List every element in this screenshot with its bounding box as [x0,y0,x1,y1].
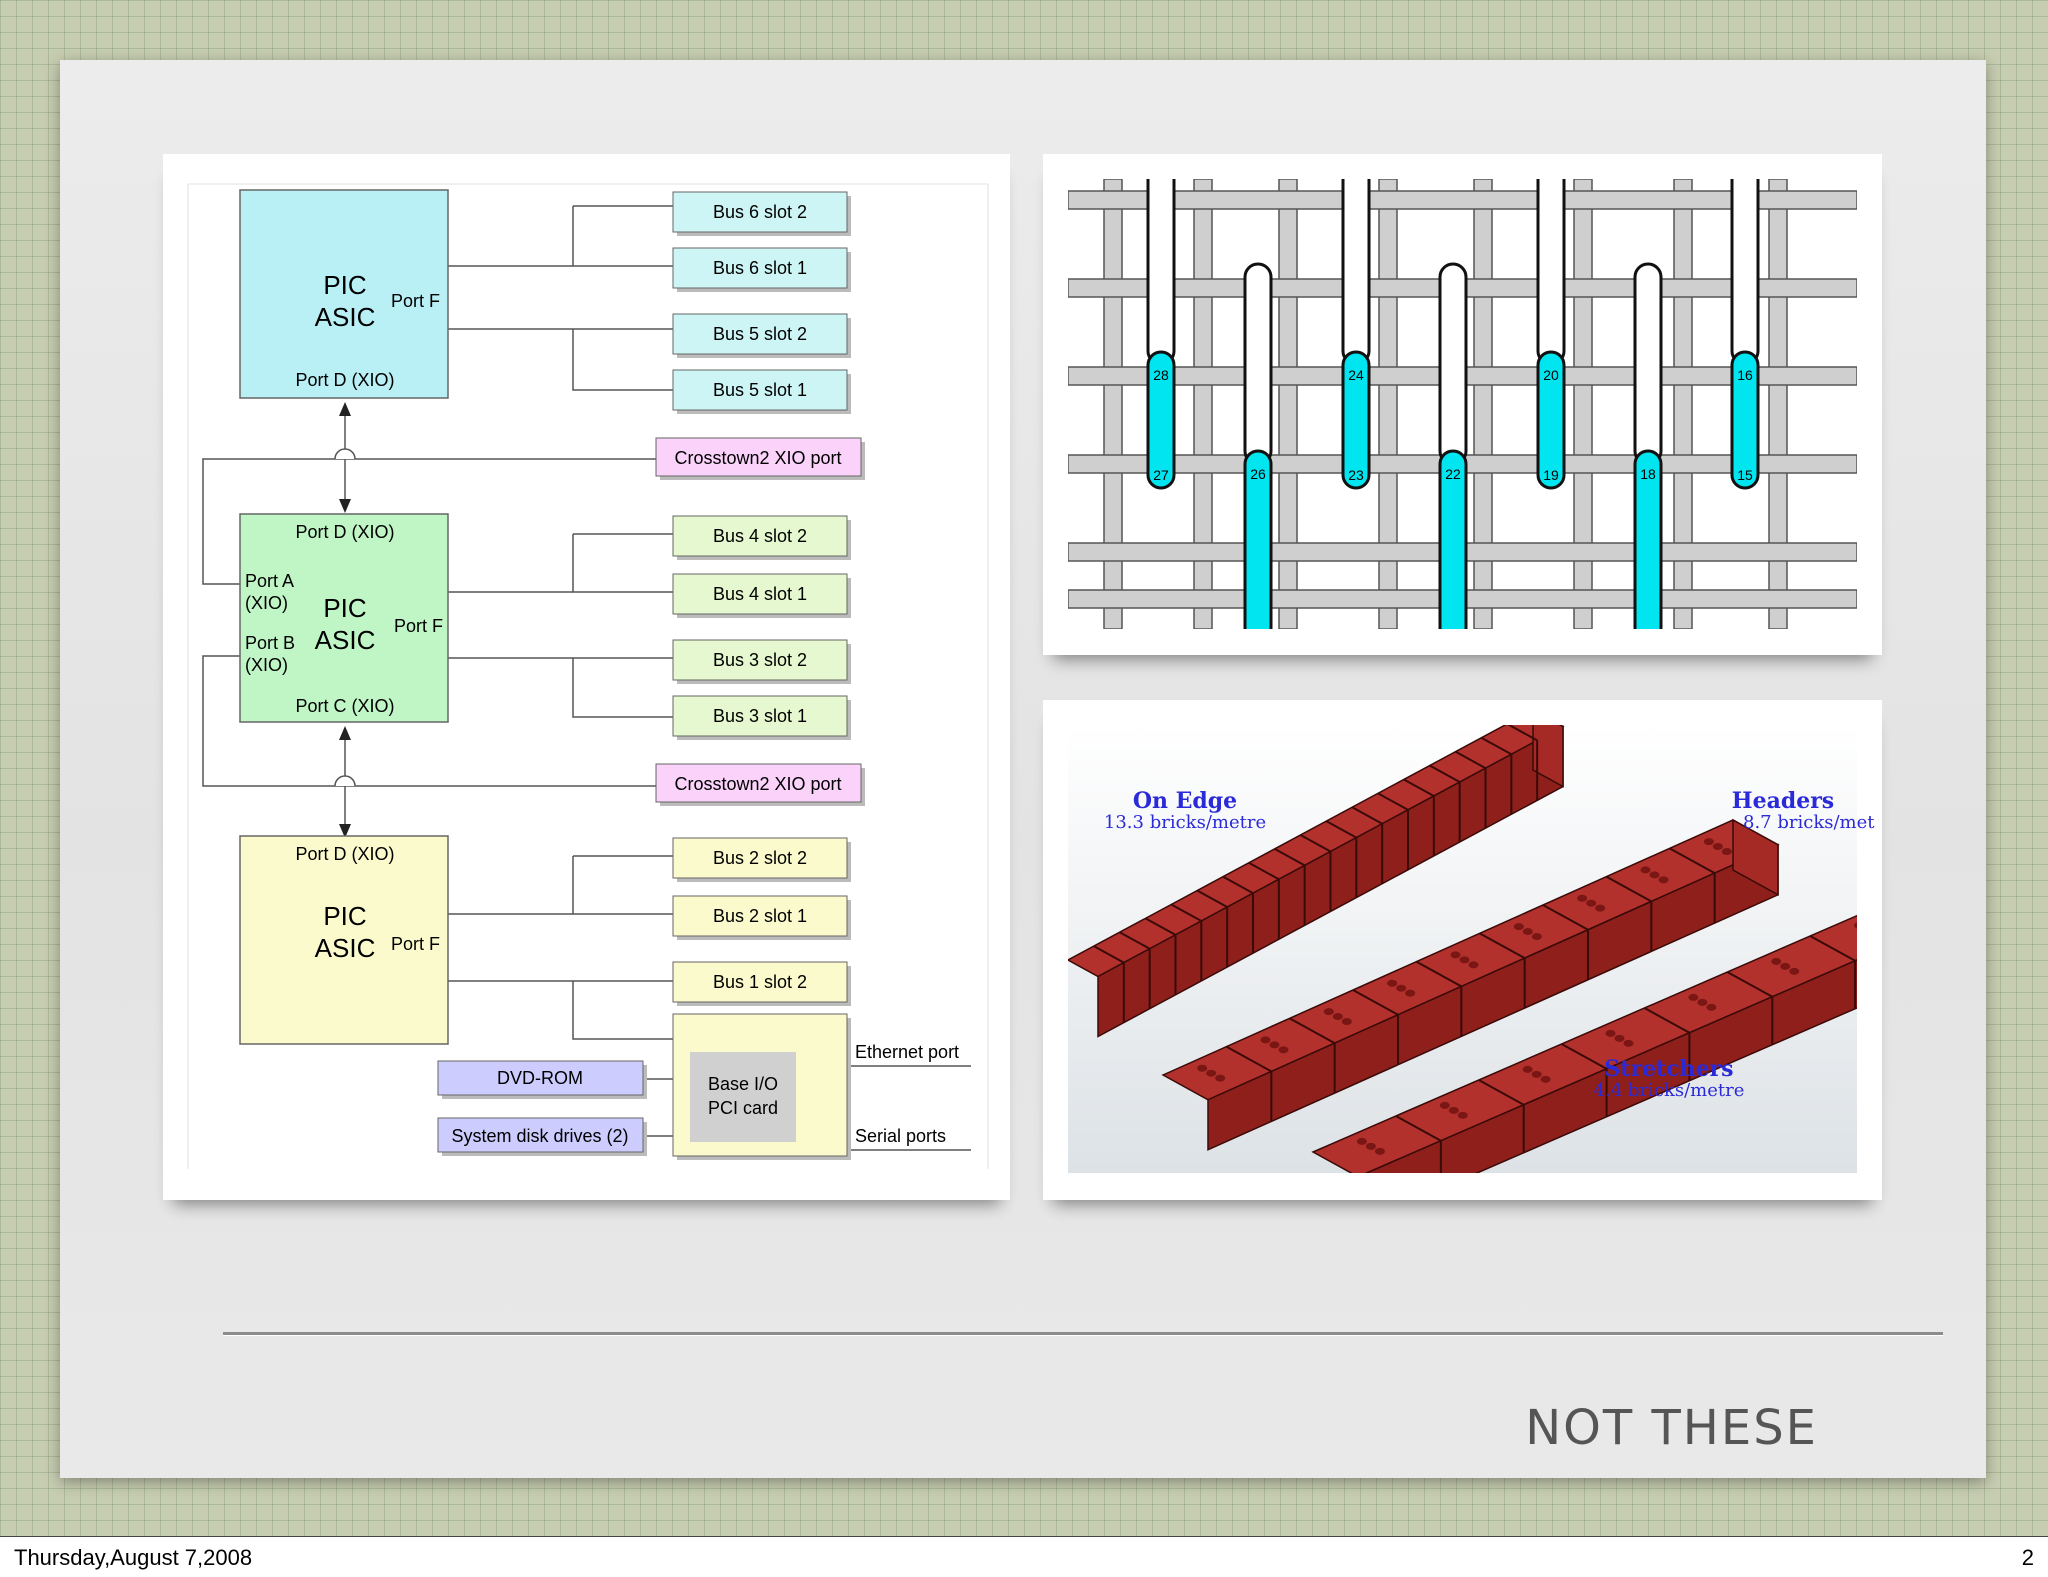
dvd-rom-box: DVD-ROM [437,1060,647,1099]
crosstown-port-2: Crosstown2 XIO port [655,763,865,806]
pci-slot-label: Bus 2 slot 2 [713,848,807,868]
asic-2-port-d: Port D (XIO) [295,522,394,542]
pci-slot-box: Bus 4 slot 2 [672,515,851,560]
pci-slot-box: Bus 3 slot 2 [672,639,851,684]
asic-1-port-f: Port F [391,291,440,311]
pci-slot-label: Bus 4 slot 2 [713,526,807,546]
asic-3-title2: ASIC [315,933,376,963]
block-diagram-panel: PIC ASIC Port F Port D (XIO) Port D (XIO… [163,154,1010,1200]
headers-title: Headers [1732,788,1834,814]
ethernet-port-label: Ethernet port [855,1042,959,1062]
base-io-label-1: Base I/O [708,1074,778,1094]
pic-asic-1: PIC ASIC Port F Port D (XIO) [239,189,449,399]
asic-2-port-c: Port C (XIO) [295,696,394,716]
pci-slot-box: Bus 5 slot 1 [672,369,851,414]
block-diagram: PIC ASIC Port F Port D (XIO) Port D (XIO… [187,183,989,1169]
weave-loop: 22 [1438,262,1468,629]
pic-asic-2: Port D (XIO) PIC ASIC Port F Port A (XIO… [239,513,449,723]
weave-loop: 18 [1633,262,1663,629]
weave-horizontal-bar [1068,190,1857,210]
pci-slot-label: Bus 5 slot 2 [713,324,807,344]
asic-2-port-a2: (XIO) [245,593,288,613]
asic-1-title1: PIC [323,270,366,300]
serial-ports-label: Serial ports [855,1126,946,1146]
pci-slot-label: Bus 3 slot 2 [713,650,807,670]
svg-text:16: 16 [1737,367,1753,383]
svg-text:18: 18 [1640,466,1656,482]
pci-slot-label: Bus 6 slot 2 [713,202,807,222]
slot-list: Bus 6 slot 2 Bus 6 slot 1 Bus 5 slot 2 Bus … [672,191,851,1062]
pci-slot-box: Bus 5 slot 2 [672,313,851,358]
footer: Thursday,August 7,2008 2 [0,1536,2048,1577]
svg-text:15: 15 [1737,467,1753,483]
svg-text:28: 28 [1153,367,1169,383]
system-disks-box: System disk drives (2) [437,1117,647,1156]
dvd-rom-label: DVD-ROM [497,1068,583,1088]
svg-text:23: 23 [1348,467,1364,483]
pci-slot-box: Bus 2 slot 1 [672,895,851,940]
pci-slot-box: Bus 2 slot 2 [672,837,851,882]
asic-3-title1: PIC [323,901,366,931]
pci-slot-label: Bus 2 slot 1 [713,906,807,926]
pci-slot-label: Bus 5 slot 1 [713,380,807,400]
svg-text:24: 24 [1348,367,1364,383]
asic-1-port-d: Port D (XIO) [295,370,394,390]
pci-slot-label: Bus 4 slot 1 [713,584,807,604]
on-edge-rate: 13.3 bricks/metre [1104,812,1266,833]
asic-3-port-d: Port D (XIO) [295,844,394,864]
weave-loop: 24 23 [1341,179,1371,490]
svg-text:19: 19 [1543,467,1559,483]
pci-slot-label: Bus 1 slot 2 [713,972,807,992]
bricks-panel: On Edge 13.3 bricks/metre Headers 8.7 br… [1043,700,1882,1200]
stretchers-rate: 4.4 bricks/metre [1594,1080,1745,1101]
asic-2-title1: PIC [323,593,366,623]
asic-2-title2: ASIC [315,625,376,655]
page-number: 2 [2021,1545,2034,1570]
svg-text:27: 27 [1153,467,1169,483]
headers-rate: 8.7 bricks/met [1743,812,1875,833]
stretchers-title: Stretchers [1604,1056,1733,1082]
weave-loop: 28 27 [1146,179,1176,490]
base-io-box: Base I/O PCI card [672,1013,851,1160]
on-edge-title: On Edge [1133,788,1237,814]
divider-line [223,1332,1943,1336]
pci-slot-box: Bus 4 slot 1 [672,573,851,618]
svg-text:26: 26 [1250,466,1266,482]
pci-slot-box: Bus 3 slot 1 [672,695,851,740]
footer-date: Thursday,August 7,2008 [14,1545,253,1570]
svg-text:20: 20 [1543,367,1559,383]
pic-asic-3: Port D (XIO) PIC ASIC Port F [239,835,449,1045]
system-disks-label: System disk drives (2) [451,1126,628,1146]
bricks-diagram: On Edge 13.3 bricks/metre Headers 8.7 br… [1068,725,1875,1173]
slide: PIC ASIC Port F Port D (XIO) Port D (XIO… [60,60,1986,1478]
weave-loop: 26 [1243,262,1273,629]
crosstown-port-2-label: Crosstown2 XIO port [674,774,841,794]
crosstown-port-1: Crosstown2 XIO port [655,437,865,480]
pci-slot-label: Bus 3 slot 1 [713,706,807,726]
pci-slot-label: Bus 6 slot 1 [713,258,807,278]
asic-1-title2: ASIC [315,302,376,332]
pci-slot-box: Bus 1 slot 2 [672,961,851,1006]
crosstown-port-1-label: Crosstown2 XIO port [674,448,841,468]
pci-slot-box: Bus 6 slot 2 [672,191,851,236]
svg-text:22: 22 [1445,466,1461,482]
base-io-label-2: PCI card [708,1098,778,1118]
asic-2-port-b1: Port B [245,633,295,653]
asic-2-port-a1: Port A [245,571,294,591]
asic-2-port-b2: (XIO) [245,655,288,675]
asic-3-port-f: Port F [391,934,440,954]
asic-2-port-f: Port F [394,616,443,636]
pci-slot-box: Bus 6 slot 1 [672,247,851,292]
slide-caption: NOT THESE [1525,1400,1818,1456]
